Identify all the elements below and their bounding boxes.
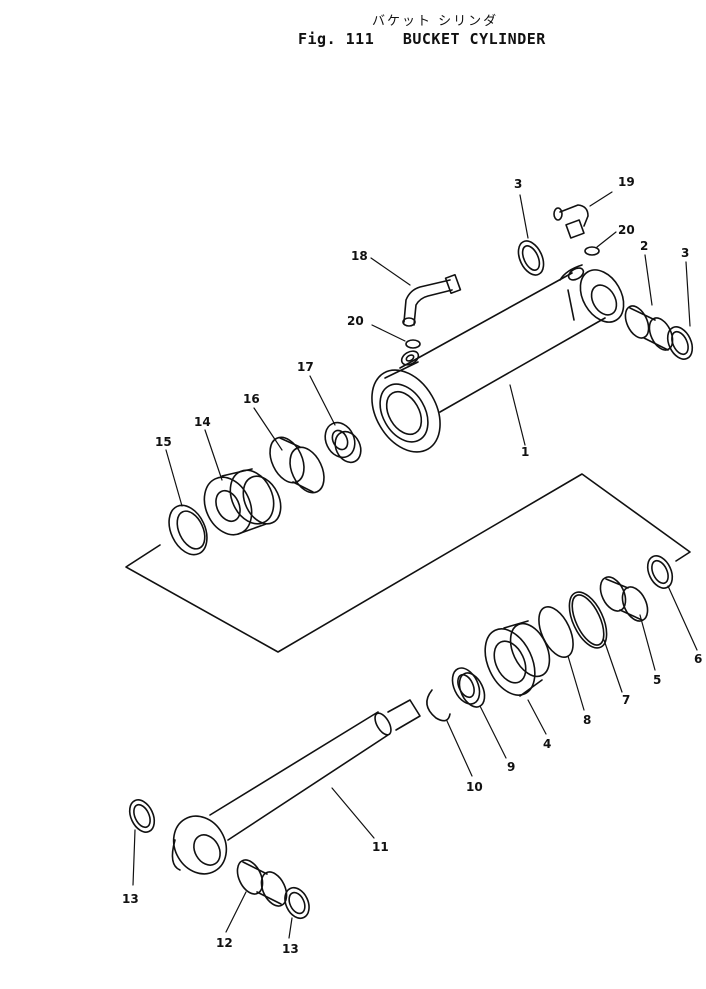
part-dust-seal-3a <box>517 240 545 276</box>
callout-17: 17 <box>297 360 314 374</box>
callout-10: 10 <box>466 780 483 794</box>
assembly-boundary-line <box>125 473 691 653</box>
callout-1: 1 <box>521 445 529 459</box>
part-cushion-16 <box>269 436 325 494</box>
part-nut-17 <box>324 421 362 464</box>
part-bushing-2 <box>624 305 674 351</box>
callout-11: 11 <box>372 840 389 854</box>
callout-labels: 1 2 3 3 4 5 6 7 8 9 10 11 12 13 13 14 15… <box>122 175 702 956</box>
part-dust-seal-3b <box>666 326 694 360</box>
callout-16: 16 <box>243 392 260 406</box>
part-bushing-5 <box>599 576 649 622</box>
figure-name: BUCKET CYLINDER <box>402 30 546 48</box>
leader-lines <box>132 191 698 939</box>
callout-2: 2 <box>640 239 648 253</box>
part-cylinder-tube <box>371 264 625 453</box>
callout-12: 12 <box>216 936 233 950</box>
part-piston-14 <box>203 468 282 536</box>
part-elbow-fitting-top <box>553 204 589 239</box>
title-japanese: バケット シリンダ <box>372 14 499 29</box>
callout-15: 15 <box>155 435 172 449</box>
callout-19: 19 <box>618 175 635 189</box>
part-cylinder-head-4 <box>484 620 551 697</box>
part-dust-seal-13b <box>284 886 310 920</box>
part-seal-9 <box>451 667 481 705</box>
callout-3: 3 <box>514 177 522 191</box>
part-dust-seal-13a <box>128 799 156 833</box>
callout-8: 8 <box>583 713 591 727</box>
part-seal-6 <box>646 555 674 589</box>
figure-number: Fig. 111 <box>298 30 375 48</box>
callout-3-right: 3 <box>681 246 689 260</box>
callout-4: 4 <box>543 737 551 751</box>
callout-7: 7 <box>622 693 630 707</box>
callout-13: 13 <box>122 892 139 906</box>
callout-6: 6 <box>694 652 702 666</box>
part-snap-ring-10 <box>426 689 451 722</box>
callout-13-bottom: 13 <box>282 942 299 956</box>
part-o-ring-20b <box>584 246 600 256</box>
part-elbow-fitting <box>402 273 462 327</box>
callout-9: 9 <box>507 760 515 774</box>
callout-14: 14 <box>194 415 211 429</box>
part-piston-rod-11 <box>171 699 421 875</box>
callout-18: 18 <box>351 249 368 263</box>
part-o-ring-20a <box>405 339 421 349</box>
part-bushing-12 <box>236 859 288 907</box>
figure-title: Fig. 111 BUCKET CYLINDER <box>298 30 546 48</box>
callout-20-top: 20 <box>618 223 635 237</box>
callout-20: 20 <box>347 314 364 328</box>
callout-5: 5 <box>653 673 661 687</box>
part-backup-ring-7 <box>568 591 608 649</box>
part-wear-ring-15 <box>168 504 208 556</box>
